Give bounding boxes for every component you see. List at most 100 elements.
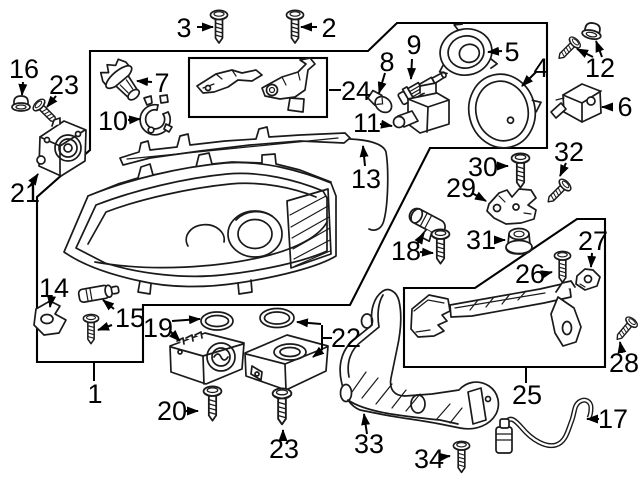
leader-18a	[414, 232, 425, 245]
leader-22a	[296, 318, 322, 328]
leader-29	[471, 191, 487, 202]
callout-27: 27	[578, 226, 608, 256]
leader-27	[587, 252, 597, 268]
callout-13: 13	[351, 164, 381, 194]
part-17-harness-wire	[495, 397, 594, 454]
leader-11	[379, 119, 393, 129]
part-15-repair-kit	[77, 284, 120, 345]
part-10-retaining-cap	[139, 94, 173, 136]
callout-labels: 1 2 3 4 5 6 7 8 9 10 11 12 13 14 15 16 1…	[9, 13, 639, 474]
part-11-leveling-motor	[392, 82, 450, 134]
part-31-grommet	[505, 227, 533, 255]
leader-28	[617, 341, 627, 354]
leader-9	[407, 58, 417, 80]
callout-7: 7	[154, 68, 169, 98]
part-22-control-module	[244, 307, 329, 391]
leader-15b	[97, 322, 113, 331]
callout-15: 15	[115, 303, 145, 333]
callout-8: 8	[379, 47, 394, 77]
callout-26: 26	[515, 259, 545, 289]
part-33-support-bracket	[339, 288, 500, 430]
part-26-screw	[553, 250, 572, 284]
leader-13	[359, 145, 369, 167]
callout-32: 32	[554, 137, 584, 167]
callout-5: 5	[504, 37, 519, 67]
part-16-cap-nut	[11, 95, 31, 112]
leader-7	[136, 77, 153, 87]
callout-29: 29	[446, 173, 476, 203]
callout-16: 16	[9, 54, 39, 84]
callout-21: 21	[10, 178, 40, 208]
callout-10: 10	[98, 106, 128, 136]
leader-33	[361, 413, 371, 435]
group-box-25	[402, 217, 607, 369]
part-7-halogen-bulb	[99, 58, 141, 101]
part-21-igniter-module	[36, 117, 87, 177]
part-25-mounting-bracket	[410, 280, 582, 347]
part-2-screw	[285, 9, 305, 44]
part-18-adjuster	[408, 207, 451, 265]
part-30-screw	[510, 152, 531, 189]
part-23-screw-lower	[271, 387, 293, 426]
leader-22b	[312, 346, 325, 358]
callout-14: 14	[39, 273, 69, 303]
callout-34: 34	[414, 444, 444, 474]
leader-5	[487, 46, 503, 56]
leader-22-bracket	[321, 325, 332, 350]
group-outlines	[35, 21, 607, 383]
part-4-bulb-cover	[467, 73, 542, 149]
part-13-trim-strip	[119, 126, 389, 231]
part-9-xenon-bulb	[397, 71, 447, 106]
part-29-bracket	[486, 188, 537, 225]
leader-10	[127, 115, 141, 125]
part-28-screw	[611, 314, 640, 345]
callout-30: 30	[468, 152, 498, 182]
leader-14	[47, 295, 57, 308]
leader-26	[540, 270, 553, 280]
leader-21	[28, 173, 39, 187]
leader-16	[18, 81, 28, 96]
part-32-screw	[542, 176, 574, 208]
callout-23-upper: 23	[49, 70, 79, 100]
callout-24: 24	[341, 76, 371, 106]
callout-12: 12	[585, 53, 615, 83]
leader-4	[521, 71, 537, 87]
part-3-screw	[209, 9, 229, 44]
callout-3: 3	[176, 13, 191, 43]
callout-17: 17	[598, 404, 628, 434]
callout-19: 19	[143, 313, 173, 343]
leader-12b	[595, 40, 605, 58]
part-34-screw	[452, 440, 471, 474]
callout-6: 6	[617, 92, 632, 122]
part-20-screw	[202, 385, 223, 422]
part-19-control-module	[169, 311, 245, 385]
callout-4: 4	[533, 53, 548, 83]
leader-12a	[576, 48, 594, 58]
part-5-sealing-cap	[438, 23, 498, 76]
callout-33: 33	[354, 429, 384, 459]
leader-19b	[169, 330, 181, 342]
callout-23-lower: 23	[269, 434, 299, 464]
callout-20: 20	[157, 396, 187, 426]
part-24-bracket-kit	[196, 57, 316, 113]
leader-32	[559, 162, 569, 177]
group-box-24	[187, 56, 329, 119]
part-6-bulb-socket	[550, 83, 602, 123]
callout-9: 9	[406, 30, 421, 60]
leader-34	[438, 452, 451, 462]
leader-8	[377, 72, 387, 94]
callout-31: 31	[466, 225, 496, 255]
callout-2: 2	[321, 13, 336, 43]
headlamp-assembly	[63, 152, 337, 295]
callout-11: 11	[353, 108, 381, 138]
callout-28: 28	[609, 348, 639, 378]
leader-19a	[171, 315, 201, 325]
callout-22: 22	[331, 323, 361, 353]
callout-1: 1	[87, 379, 102, 409]
callout-18: 18	[391, 236, 421, 266]
leader-18b	[419, 247, 434, 257]
callout-25: 25	[512, 380, 542, 410]
outline-main-polygon	[35, 21, 549, 364]
